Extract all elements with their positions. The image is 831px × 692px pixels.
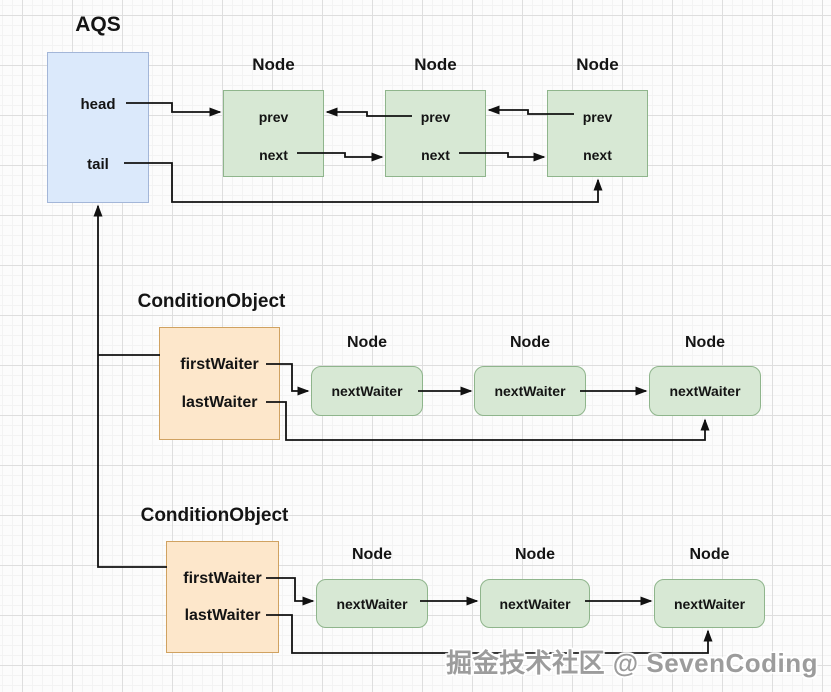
co2-node-3: nextWaiter xyxy=(654,579,765,628)
sync-node-2-field-prev: prev xyxy=(420,109,451,125)
co2-node-2-field-nextwaiter: nextWaiter xyxy=(499,595,571,612)
co2-node-1: nextWaiter xyxy=(316,579,428,628)
condition-object-1-box: firstWaiter lastWaiter xyxy=(159,327,280,440)
co1-node-1: nextWaiter xyxy=(311,366,423,416)
co2-field-lastwaiter: lastWaiter xyxy=(184,607,261,624)
sync-node-1-title: Node xyxy=(252,55,295,74)
co1-field-lastwaiter: lastWaiter xyxy=(181,394,258,411)
aqs-box: head tail xyxy=(47,52,149,203)
aqs-field-tail: tail xyxy=(87,156,109,173)
arrow-tail-to-sync-node-3 xyxy=(124,162,603,203)
co2-node-1-field-nextwaiter: nextWaiter xyxy=(336,595,408,612)
aqs-title: AQS xyxy=(75,13,121,36)
co2-node-2-title: Node xyxy=(515,546,555,563)
sync-node-3: prev next xyxy=(547,90,648,177)
co2-node-3-title: Node xyxy=(689,546,730,563)
sync-node-3-title: Node xyxy=(576,55,619,74)
condition-object-1-title: ConditionObject xyxy=(137,291,286,312)
co1-node-2-title: Node xyxy=(510,334,550,351)
sync-node-2: prev next xyxy=(385,90,486,177)
co2-field-firstwaiter: firstWaiter xyxy=(183,570,262,587)
co1-node-1-title: Node xyxy=(347,334,387,351)
co1-node-3: nextWaiter xyxy=(649,366,761,416)
sync-node-1-field-next: next xyxy=(259,147,288,163)
condition-object-2-title: ConditionObject xyxy=(140,505,289,526)
co1-node-2-field-nextwaiter: nextWaiter xyxy=(494,383,566,399)
watermark-text: 掘金技术社区 @ SevenCoding xyxy=(446,648,818,678)
sync-node-1: prev next xyxy=(223,90,324,177)
co1-node-3-field-nextwaiter: nextWaiter xyxy=(669,383,741,399)
co2-node-1-title: Node xyxy=(352,546,392,563)
sync-node-2-title: Node xyxy=(414,55,457,74)
co1-node-1-field-nextwaiter: nextWaiter xyxy=(331,383,403,399)
sync-node-1-field-prev: prev xyxy=(258,109,289,125)
condition-object-2-box: firstWaiter lastWaiter xyxy=(166,541,279,653)
co1-field-firstwaiter: firstWaiter xyxy=(180,356,259,373)
co1-node-3-title: Node xyxy=(685,334,725,351)
aqs-field-head: head xyxy=(80,96,116,113)
co2-node-3-field-nextwaiter: nextWaiter xyxy=(673,595,746,612)
sync-node-3-field-prev: prev xyxy=(582,109,613,125)
co1-node-2: nextWaiter xyxy=(474,366,586,416)
co2-node-2: nextWaiter xyxy=(480,579,590,628)
sync-node-3-field-next: next xyxy=(583,147,612,163)
sync-node-2-field-next: next xyxy=(421,147,450,163)
